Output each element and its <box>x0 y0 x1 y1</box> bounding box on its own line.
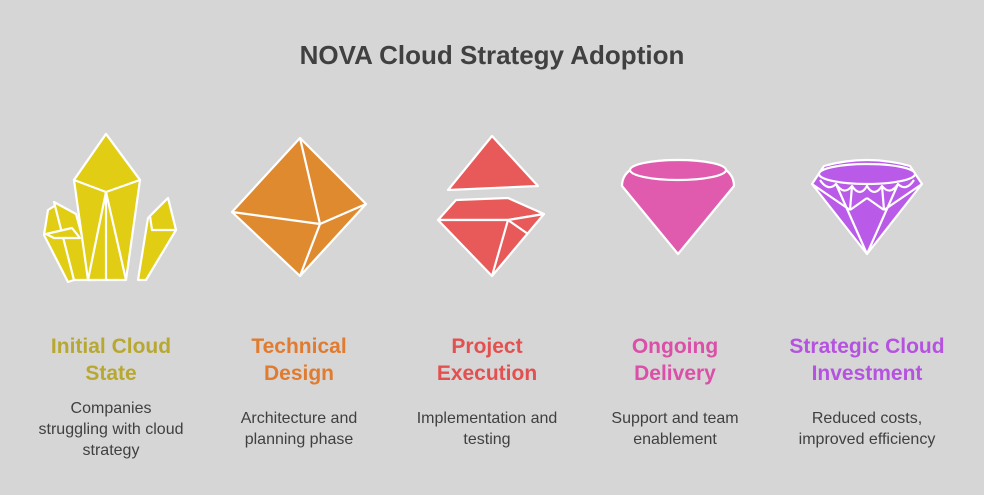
stage-technical-design: Technical Design Architecture and planni… <box>204 0 394 495</box>
stage-heading: Strategic Cloud Investment <box>789 335 945 385</box>
split-crystal-icon <box>436 134 546 278</box>
stage-description: Architecture and planning phase <box>240 410 358 448</box>
stage-strategic-cloud-investment: Strategic Cloud Investment Reduced costs… <box>772 0 962 495</box>
diagram-title: NOVA Cloud Strategy Adoption <box>299 40 685 70</box>
stage-ongoing-delivery: Ongoing Delivery Support and team enable… <box>580 0 770 495</box>
stage-description: Support and team enablement <box>611 410 739 448</box>
octahedron-icon <box>230 136 368 278</box>
stage-heading: Project Execution <box>436 335 538 385</box>
diamond-icon <box>810 158 924 256</box>
cone-gem-icon <box>620 158 736 256</box>
stage-description: Implementation and testing <box>416 410 558 448</box>
stage-heading: Technical Design <box>251 335 347 385</box>
stage-heading-box: Project Execution <box>392 330 582 390</box>
stage-initial-cloud-state: Initial Cloud State Companies struggling… <box>16 0 206 495</box>
stage-heading: Initial Cloud State <box>50 335 172 385</box>
crystal-cluster-icon <box>42 132 178 284</box>
stage-heading-box: Strategic Cloud Investment <box>772 330 962 390</box>
stage-description: Companies struggling with cloud strategy <box>38 400 184 459</box>
stage-heading-box: Ongoing Delivery <box>580 330 770 390</box>
stage-heading: Ongoing Delivery <box>631 335 719 385</box>
stage-heading-box: Initial Cloud State <box>16 330 206 390</box>
stage-description: Reduced costs, improved efficiency <box>798 410 936 448</box>
stage-heading-box: Technical Design <box>204 330 394 390</box>
stage-project-execution: Project Execution Implementation and tes… <box>392 0 582 495</box>
